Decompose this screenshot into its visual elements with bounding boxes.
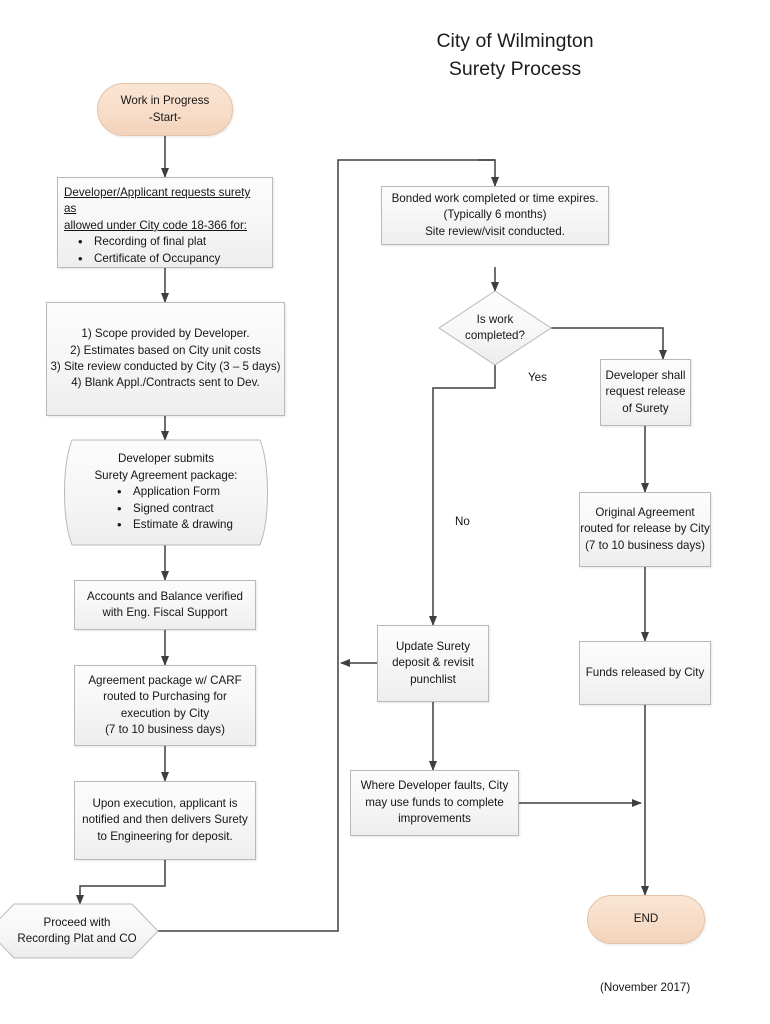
submits-line-2: Surety Agreement package: [94,468,238,482]
proceed-line-2: Recording Plat and CO [17,932,137,945]
agreement-line-3: execution by City [120,706,210,720]
node-scope-estimates-text: 1) Scope provided by Developer. 2) Estim… [47,326,284,392]
release-line-1: Developer shall [605,368,686,382]
submits-bullet-1: Application Form [117,483,233,502]
bonded-line-1: Bonded work completed or time expires. [391,191,599,205]
funds-line-1: Funds released by City [585,665,705,679]
agreement-line-1: Agreement package w/ CARF [88,673,242,687]
execution-line-2: notified and then delivers Surety [82,813,248,827]
node-agreement-routed-text: Agreement package w/ CARF routed to Purc… [75,673,255,739]
node-start-text: Work in Progress -Start- [98,93,232,126]
accounts-line-2: with Eng. Fiscal Support [102,606,228,619]
submits-line-1: Developer submits [117,452,214,466]
proceed-line-1: Proceed with [43,915,111,929]
edge-decision-no-to-update [429,365,496,626]
edge-return-into-bonded [478,159,499,187]
release-line-2: request release [605,385,686,399]
node-update-surety-text: Update Surety deposit & revisit punchlis… [378,639,488,688]
node-bonded-work[interactable]: Bonded work completed or time expires. (… [381,186,609,245]
execution-line-1: Upon execution, applicant is [92,796,238,810]
execution-line-3: to Engineering for deposit. [97,829,233,843]
node-proceed-recording[interactable]: Proceed with Recording Plat and CO [0,903,159,959]
original-line-1: Original Agreement [595,505,695,519]
node-original-agreement[interactable]: Original Agreement routed for release by… [579,492,711,567]
agreement-line-2: routed to Purchasing for [103,690,227,704]
decision-line-2: completed? [465,329,525,342]
bonded-line-3: Site review/visit conducted. [425,224,565,238]
node-request-release[interactable]: Developer shall request release of Suret… [600,359,691,426]
faults-line-2: may use funds to complete [365,795,504,809]
node-developer-submits-text: Developer submits Surety Agreement packa… [58,451,274,535]
start-line-2: -Start- [148,110,182,124]
node-funds-released[interactable]: Funds released by City [579,641,711,705]
scope-line-4: 4) Blank Appl./Contracts sent to Dev. [71,376,260,390]
node-developer-faults-text: Where Developer faults, City may use fun… [351,778,518,827]
request-head-1: Developer/Applicant requests surety as [64,186,251,216]
connector-group-arrowtip [478,159,499,187]
agreement-line-4: (7 to 10 business days) [105,722,225,736]
faults-line-1: Where Developer faults, City [360,779,509,793]
release-line-3: of Surety [622,401,669,415]
edge-decision-yes-to-release [551,327,667,360]
end-line-1: END [633,912,659,926]
scope-line-3: 3) Site review conducted by City (3 – 5 … [50,360,281,373]
node-request-surety[interactable]: Developer/Applicant requests surety as a… [57,177,273,269]
hexagon-shape [0,903,159,959]
update-line-3: punchlist [410,672,456,686]
submits-bullet-list: Application Form Signed contract Estimat… [99,483,233,535]
request-bullet-list: Recording of final plat Certificate of O… [64,233,264,269]
node-accounts-verified-text: Accounts and Balance verified with Eng. … [75,589,255,622]
node-request-release-text: Developer shall request release of Suret… [601,368,690,417]
node-developer-faults[interactable]: Where Developer faults, City may use fun… [350,770,519,836]
edge-proceed-to-bonded-path [156,159,495,932]
edge-execution-to-proceed [76,860,166,905]
edge-label-no: No [455,515,470,528]
scope-line-1: 1) Scope provided by Developer. [81,327,250,341]
connector-group-plain [156,159,495,932]
request-head-2: allowed under City code 18-366 for: [64,218,248,232]
connector-group [76,136,667,905]
faults-line-3: improvements [398,812,471,826]
bonded-line-2: (Typically 6 months) [443,208,547,222]
page-title: City of Wilmington Surety Process [355,28,675,83]
start-line-1: Work in Progress [120,94,210,108]
original-line-2: routed for release by City [580,522,710,536]
node-end[interactable]: END [587,895,705,944]
submits-bullet-2: Signed contract [117,500,233,519]
node-is-work-completed-text: Is work completed? [439,312,551,345]
edge-label-yes: Yes [528,371,547,384]
node-scope-estimates[interactable]: 1) Scope provided by Developer. 2) Estim… [46,302,285,416]
node-bonded-work-text: Bonded work completed or time expires. (… [382,191,608,240]
accounts-line-1: Accounts and Balance verified [87,589,243,603]
node-developer-submits[interactable]: Developer submits Surety Agreement packa… [58,439,274,546]
diamond-shape [438,290,552,366]
original-line-3: (7 to 10 business days) [585,538,705,552]
node-end-text: END [588,911,704,927]
node-request-surety-text: Developer/Applicant requests surety as a… [64,185,264,269]
update-line-1: Update Surety [395,639,471,653]
footer-date: (November 2017) [600,981,691,994]
update-line-2: deposit & revisit [392,656,474,670]
node-proceed-recording-text: Proceed with Recording Plat and CO [0,915,158,948]
node-is-work-completed[interactable]: Is work completed? [438,290,552,366]
node-update-surety[interactable]: Update Surety deposit & revisit punchlis… [377,625,489,702]
node-agreement-routed[interactable]: Agreement package w/ CARF routed to Purc… [74,665,256,746]
title-line-2: Surety Process [448,57,582,80]
node-accounts-verified[interactable]: Accounts and Balance verified with Eng. … [74,580,256,630]
title-line-1: City of Wilmington [436,30,594,52]
decision-line-1: Is work [476,312,514,326]
request-bullet-2: Certificate of Occupancy [78,250,264,269]
request-bullet-1: Recording of final plat [78,233,264,252]
node-upon-execution-text: Upon execution, applicant is notified an… [75,796,255,845]
node-upon-execution[interactable]: Upon execution, applicant is notified an… [74,781,256,860]
node-funds-released-text: Funds released by City [580,665,710,681]
scope-line-2: 2) Estimates based on City unit costs [70,343,261,357]
node-start[interactable]: Work in Progress -Start- [97,83,233,136]
submits-bullet-3: Estimate & drawing [117,516,233,535]
node-original-agreement-text: Original Agreement routed for release by… [580,505,710,554]
